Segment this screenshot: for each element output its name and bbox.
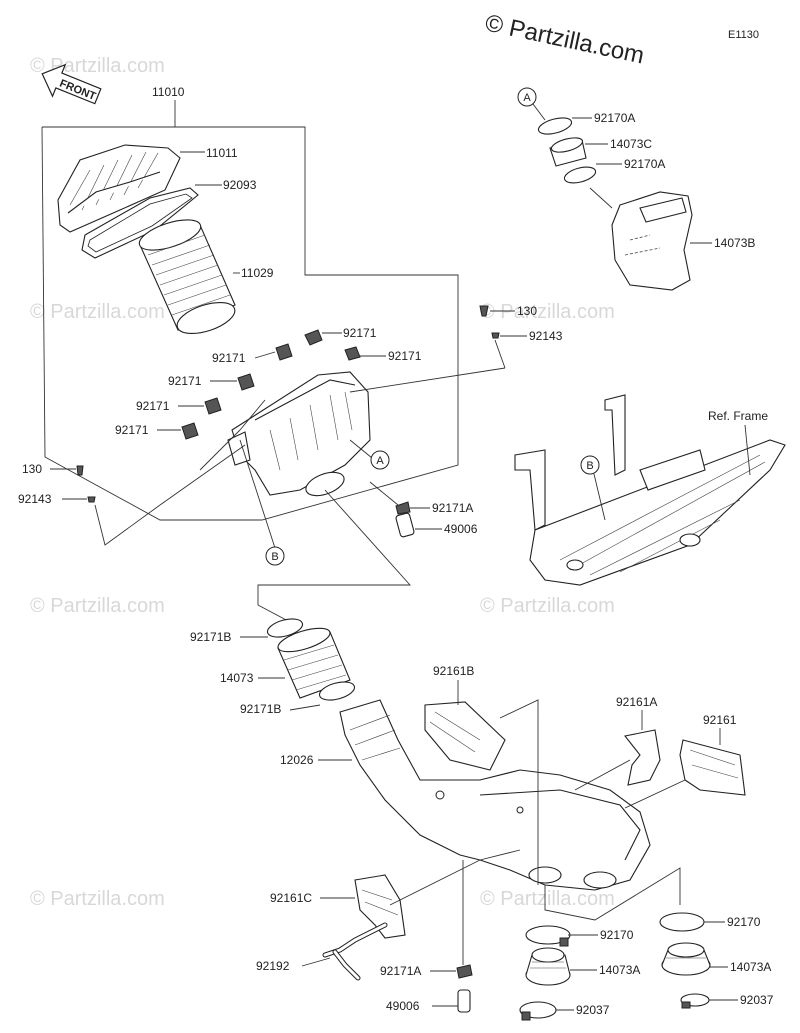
- label-92171b: 92171B: [190, 630, 231, 644]
- label-92170: 92170: [727, 915, 761, 929]
- callout-a-text: A: [523, 92, 531, 104]
- rubber-joint: [277, 627, 351, 699]
- copyright-text: © Partzilla.com: [483, 9, 647, 69]
- washer-icon: [87, 496, 96, 503]
- clamp-icon: [266, 618, 304, 638]
- label-ref-frame: Ref. Frame: [708, 409, 768, 423]
- clamp-icon: [659, 912, 705, 932]
- label-92171b: 92171B: [240, 702, 281, 716]
- label-12026: 12026: [280, 753, 314, 767]
- watermark-text: © Partzilla.com: [30, 55, 165, 77]
- clamp-icon: [318, 681, 356, 701]
- filter-element: [138, 219, 236, 335]
- label-49006-bottom: 49006: [386, 999, 420, 1013]
- pad-92161b: [424, 701, 506, 771]
- label-14073a: 14073A: [730, 960, 771, 974]
- label-92093: 92093: [223, 178, 257, 192]
- callout-a-badge: [370, 450, 390, 470]
- label-92161a: 92161A: [616, 695, 657, 709]
- washer-icon: [491, 332, 500, 339]
- label-92171a-top: 92171A: [432, 501, 473, 515]
- label-11029: 11029: [241, 266, 274, 280]
- label-92171: 92171: [136, 399, 170, 413]
- clip-icon: [456, 964, 473, 979]
- label-14073b: 14073B: [714, 236, 755, 250]
- label-92171: 92171: [388, 349, 422, 363]
- label-92161c: 92161C: [270, 891, 312, 905]
- callout-b-text: B: [586, 460, 593, 472]
- plug-icon: [457, 989, 471, 1013]
- label-11011: 11011: [206, 146, 238, 160]
- label-92171: 92171: [115, 423, 149, 437]
- boot-14073a: [525, 947, 571, 986]
- frame: [514, 394, 786, 586]
- pad-92161a: [624, 729, 661, 786]
- front-arrow-icon: FRONT: [41, 63, 102, 105]
- watermark-text: © Partzilla.com: [480, 888, 615, 910]
- clip-icon: [395, 501, 411, 515]
- label-49006-top: 49006: [444, 522, 478, 536]
- label-92143-right: 92143: [529, 329, 563, 343]
- pad-92161c: [354, 874, 406, 939]
- plug-icon: [395, 512, 415, 538]
- watermark-text: © Partzilla.com: [480, 595, 615, 617]
- bolt-icon: [479, 305, 489, 317]
- watermarks: © Partzilla.com © Partzilla.com © Partzi…: [30, 55, 615, 910]
- assembly-outline: [41, 126, 459, 521]
- callout-a-badge: [517, 87, 537, 107]
- boot-14073a: [661, 942, 711, 976]
- intake-duct: [611, 191, 693, 291]
- clamp-icon: [563, 166, 597, 184]
- callout-b-text: B: [271, 551, 278, 563]
- label-130-right: 130: [517, 304, 537, 318]
- label-11010: 11010: [152, 85, 185, 99]
- callout-b-badge: [580, 455, 600, 475]
- pad-92161: [679, 739, 746, 796]
- label-92192: 92192: [256, 959, 290, 973]
- label-14073c: 14073C: [610, 137, 652, 151]
- label-130-left: 130: [22, 462, 42, 476]
- label-92143-left: 92143: [18, 492, 52, 506]
- diagram-code: E1130: [728, 29, 759, 41]
- callout-b-badge: [265, 546, 285, 566]
- watermark-text: © Partzilla.com: [480, 301, 615, 323]
- air-cleaner-cover: [57, 144, 181, 233]
- label-92171a-bottom: 92171A: [380, 964, 421, 978]
- bolt-icon: [76, 465, 84, 476]
- watermark-text: © Partzilla.com: [30, 595, 165, 617]
- label-92171: 92171: [168, 374, 202, 388]
- label-14073a: 14073A: [599, 963, 640, 977]
- label-92161b: 92161B: [433, 664, 474, 678]
- label-92170a: 92170A: [594, 111, 635, 125]
- air-cleaner-case: [227, 371, 371, 497]
- label-92170: 92170: [600, 928, 634, 942]
- watermark-text: © Partzilla.com: [30, 301, 165, 323]
- label-92171: 92171: [343, 326, 377, 340]
- label-92170a: 92170A: [624, 157, 665, 171]
- label-92037: 92037: [576, 1003, 610, 1017]
- clamp-icon: [537, 117, 573, 135]
- clip-icons: [181, 329, 361, 440]
- label-92161: 92161: [703, 713, 737, 727]
- label-92171: 92171: [212, 351, 246, 365]
- label-92037: 92037: [740, 993, 774, 1007]
- intake-duct-12026: [339, 699, 651, 891]
- watermark-text: © Partzilla.com: [30, 888, 165, 910]
- label-14073: 14073: [220, 671, 254, 685]
- callout-a-text: A: [376, 455, 384, 467]
- gasket: [81, 187, 199, 259]
